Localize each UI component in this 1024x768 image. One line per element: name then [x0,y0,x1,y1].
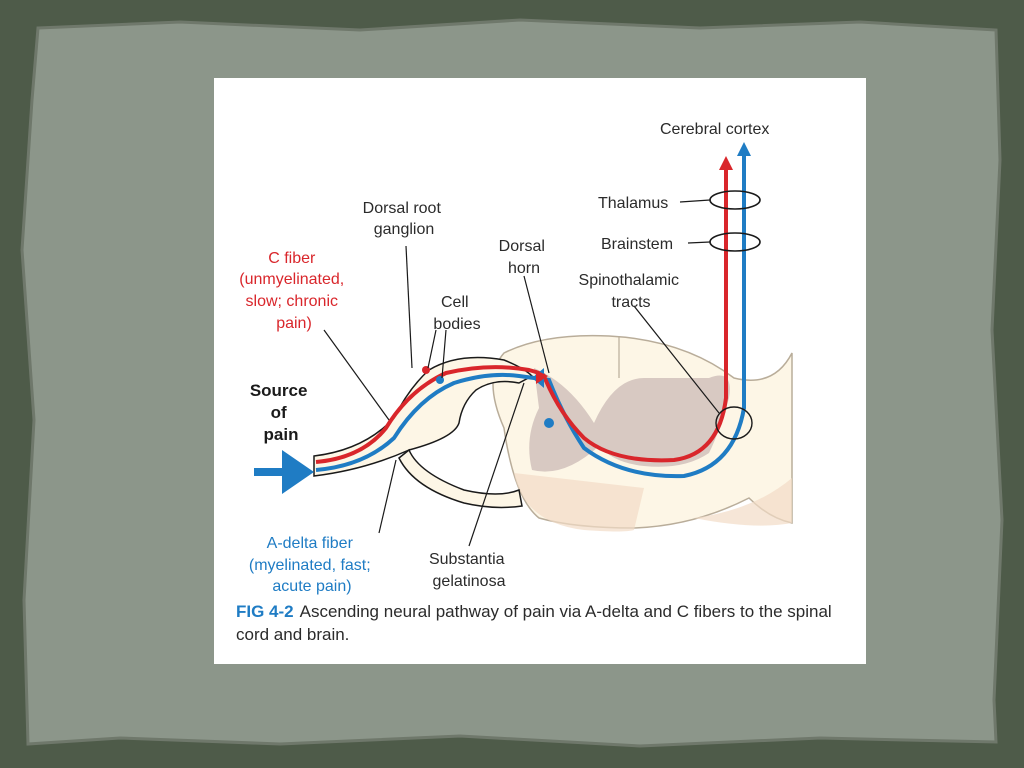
pain-pathway-diagram: Cerebral cortex Thalamus Brainstem Dorsa… [239,121,793,595]
dorsal-root [313,356,534,509]
spinothalamic-ring [715,406,753,440]
spinal-cord [492,334,793,532]
label-spinothalamic-tracts: Spinothalamic tracts [579,272,684,311]
thalamus-ring [709,190,761,210]
figure-caption-text: Ascending neural pathway of pain via A-d… [236,602,832,644]
label-source-of-pain: Source of pain [250,381,312,444]
figure-number: FIG 4-2 [236,602,294,621]
label-cerebral-cortex: Cerebral cortex [660,121,769,138]
leader-lines [323,199,720,547]
label-dorsal-root-ganglion: Dorsal root ganglion [363,200,446,238]
source-arrow-icon [254,450,314,494]
label-brainstem: Brainstem [601,236,673,253]
label-dorsal-horn: Dorsal horn [499,238,550,277]
diagram-figure: Cerebral cortex Thalamus Brainstem Dorsa… [214,78,866,664]
brainstem-ring [709,232,761,252]
label-cell-bodies: Cell bodies [433,294,480,333]
c-fiber-arrowhead [719,156,733,170]
a-delta-fiber-path [315,150,746,479]
label-c-fiber: C fiber (unmyelinated, slow; chronic pai… [239,250,348,332]
label-thalamus: Thalamus [598,195,668,212]
label-substantia-gelatinosa: Substantia gelatinosa [429,551,509,590]
a-delta-arrowhead [737,142,751,156]
label-a-delta-fiber: A-delta fiber (myelinated, fast; acute p… [249,535,375,595]
